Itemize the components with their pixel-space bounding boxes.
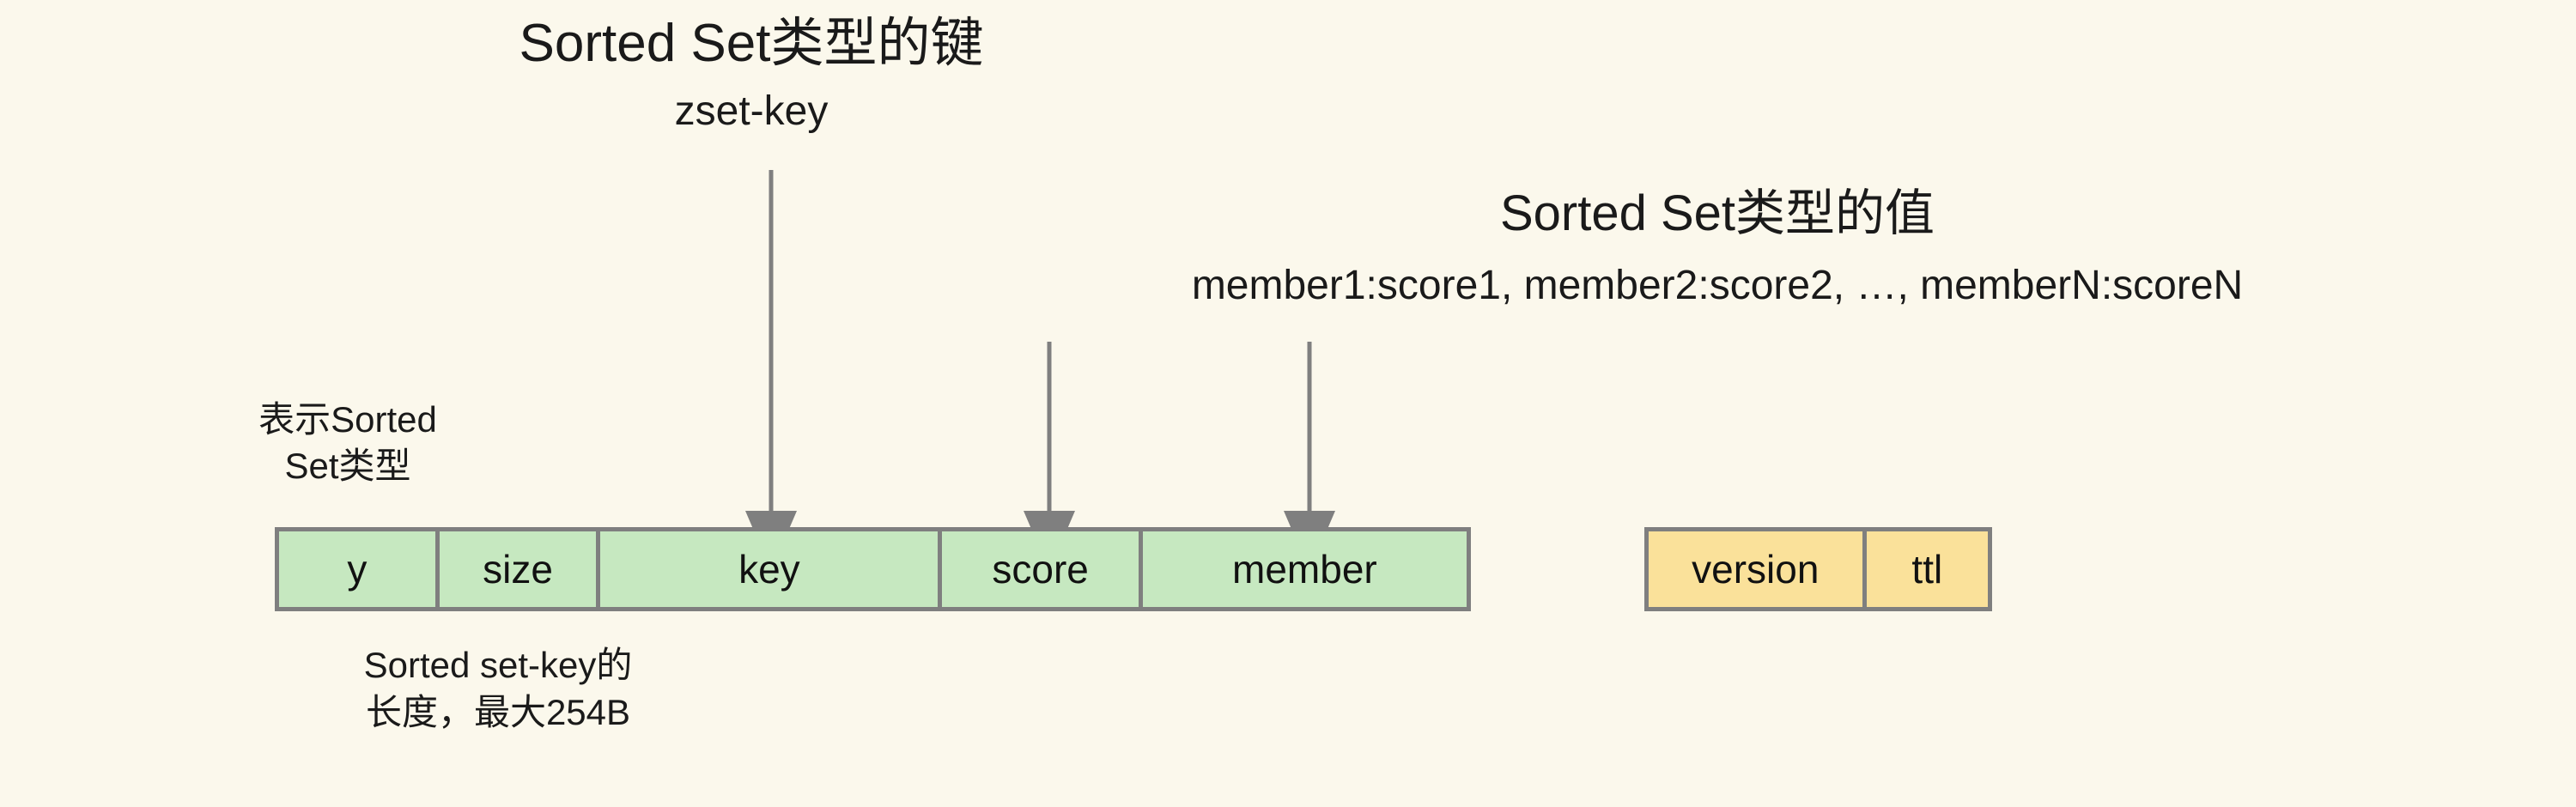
cell-type-flag: y: [279, 531, 440, 607]
cell-score: score: [942, 531, 1143, 607]
key-annotation-title: Sorted Set类型的键: [519, 14, 984, 73]
cell-member: member: [1142, 531, 1467, 607]
cell-version: version: [1649, 531, 1867, 607]
cell-ttl: ttl: [1866, 531, 1988, 607]
cell-size: size: [439, 531, 601, 607]
type-flag-note: 表示Sorted Set类型: [258, 399, 437, 486]
value-annotation-title: Sorted Set类型的值: [1499, 185, 1935, 241]
value-annotation-subtitle: member1:score1, member2:score2, …, membe…: [1191, 263, 2244, 308]
sorted-set-structure-row: y size key score member: [275, 527, 1471, 611]
key-annotation-subtitle: zset-key: [674, 88, 829, 134]
key-length-note: Sorted set-key的 长度，最大254B: [363, 645, 633, 732]
cell-key: key: [600, 531, 943, 607]
sorted-set-meta-row: version ttl: [1644, 527, 1992, 611]
